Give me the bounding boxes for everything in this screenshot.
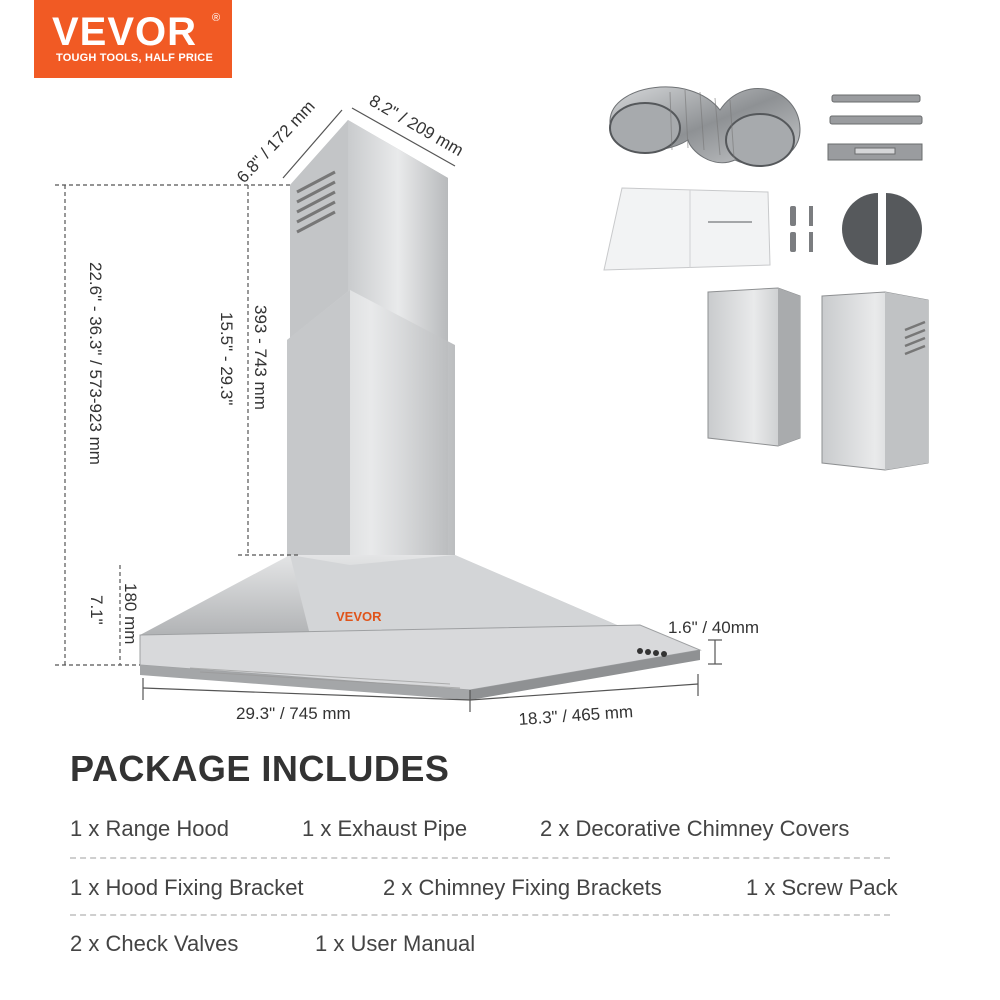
product-diagram: VEVOR 6.8" / 172 mm 8.2" / 209 mm 22.6" <box>55 86 929 729</box>
dim-depth: 18.3" / 465 mm <box>518 702 634 729</box>
dim-body-height-mm: 180 mm <box>121 583 140 644</box>
package-item: 1 x Screw Pack <box>746 875 898 900</box>
dim-panel-height: 1.6" / 40mm <box>668 618 759 637</box>
registered-mark: ® <box>212 12 221 24</box>
dim-total-height: 22.6" - 36.3" / 573-923 mm <box>86 262 105 465</box>
fixing-brackets-illustration <box>827 94 923 161</box>
brand-tagline: TOUGH TOOLS, HALF PRICE <box>56 52 213 64</box>
user-manual-illustration <box>603 187 771 271</box>
screw-pack-illustration <box>790 206 813 252</box>
dim-chimney-height-in: 15.5" - 29.3" <box>217 312 236 405</box>
hood-brand-label: VEVOR <box>336 609 382 624</box>
dim-width: 29.3" / 745 mm <box>236 704 351 723</box>
package-item: 2 x Chimney Fixing Brackets <box>383 875 662 900</box>
chimney-vent-slots <box>296 170 336 234</box>
package-divider <box>70 914 890 916</box>
package-title: PACKAGE INCLUDES <box>70 748 450 789</box>
exhaust-pipe-illustration <box>609 86 801 167</box>
brand-name: VEVOR <box>52 10 198 54</box>
dimension-lines <box>55 107 722 712</box>
package-item: 2 x Check Valves <box>70 931 239 956</box>
package-divider <box>70 857 890 859</box>
chimney-covers-illustration <box>707 287 929 471</box>
package-item: 1 x Range Hood <box>70 816 229 841</box>
package-item: 1 x Hood Fixing Bracket <box>70 875 304 900</box>
range-hood-illustration: VEVOR <box>139 120 702 700</box>
control-buttons <box>637 648 667 657</box>
check-valves-illustration <box>842 193 922 265</box>
package-item: 1 x Exhaust Pipe <box>302 816 468 841</box>
dim-chimney-height-mm: 393 - 743 mm <box>251 305 270 410</box>
package-item: 1 x User Manual <box>315 931 476 956</box>
package-item: 2 x Decorative Chimney Covers <box>540 816 850 841</box>
brand-logo: VEVOR ® TOUGH TOOLS, HALF PRICE <box>34 0 232 78</box>
dim-body-height-in: 7.1" <box>87 595 106 625</box>
